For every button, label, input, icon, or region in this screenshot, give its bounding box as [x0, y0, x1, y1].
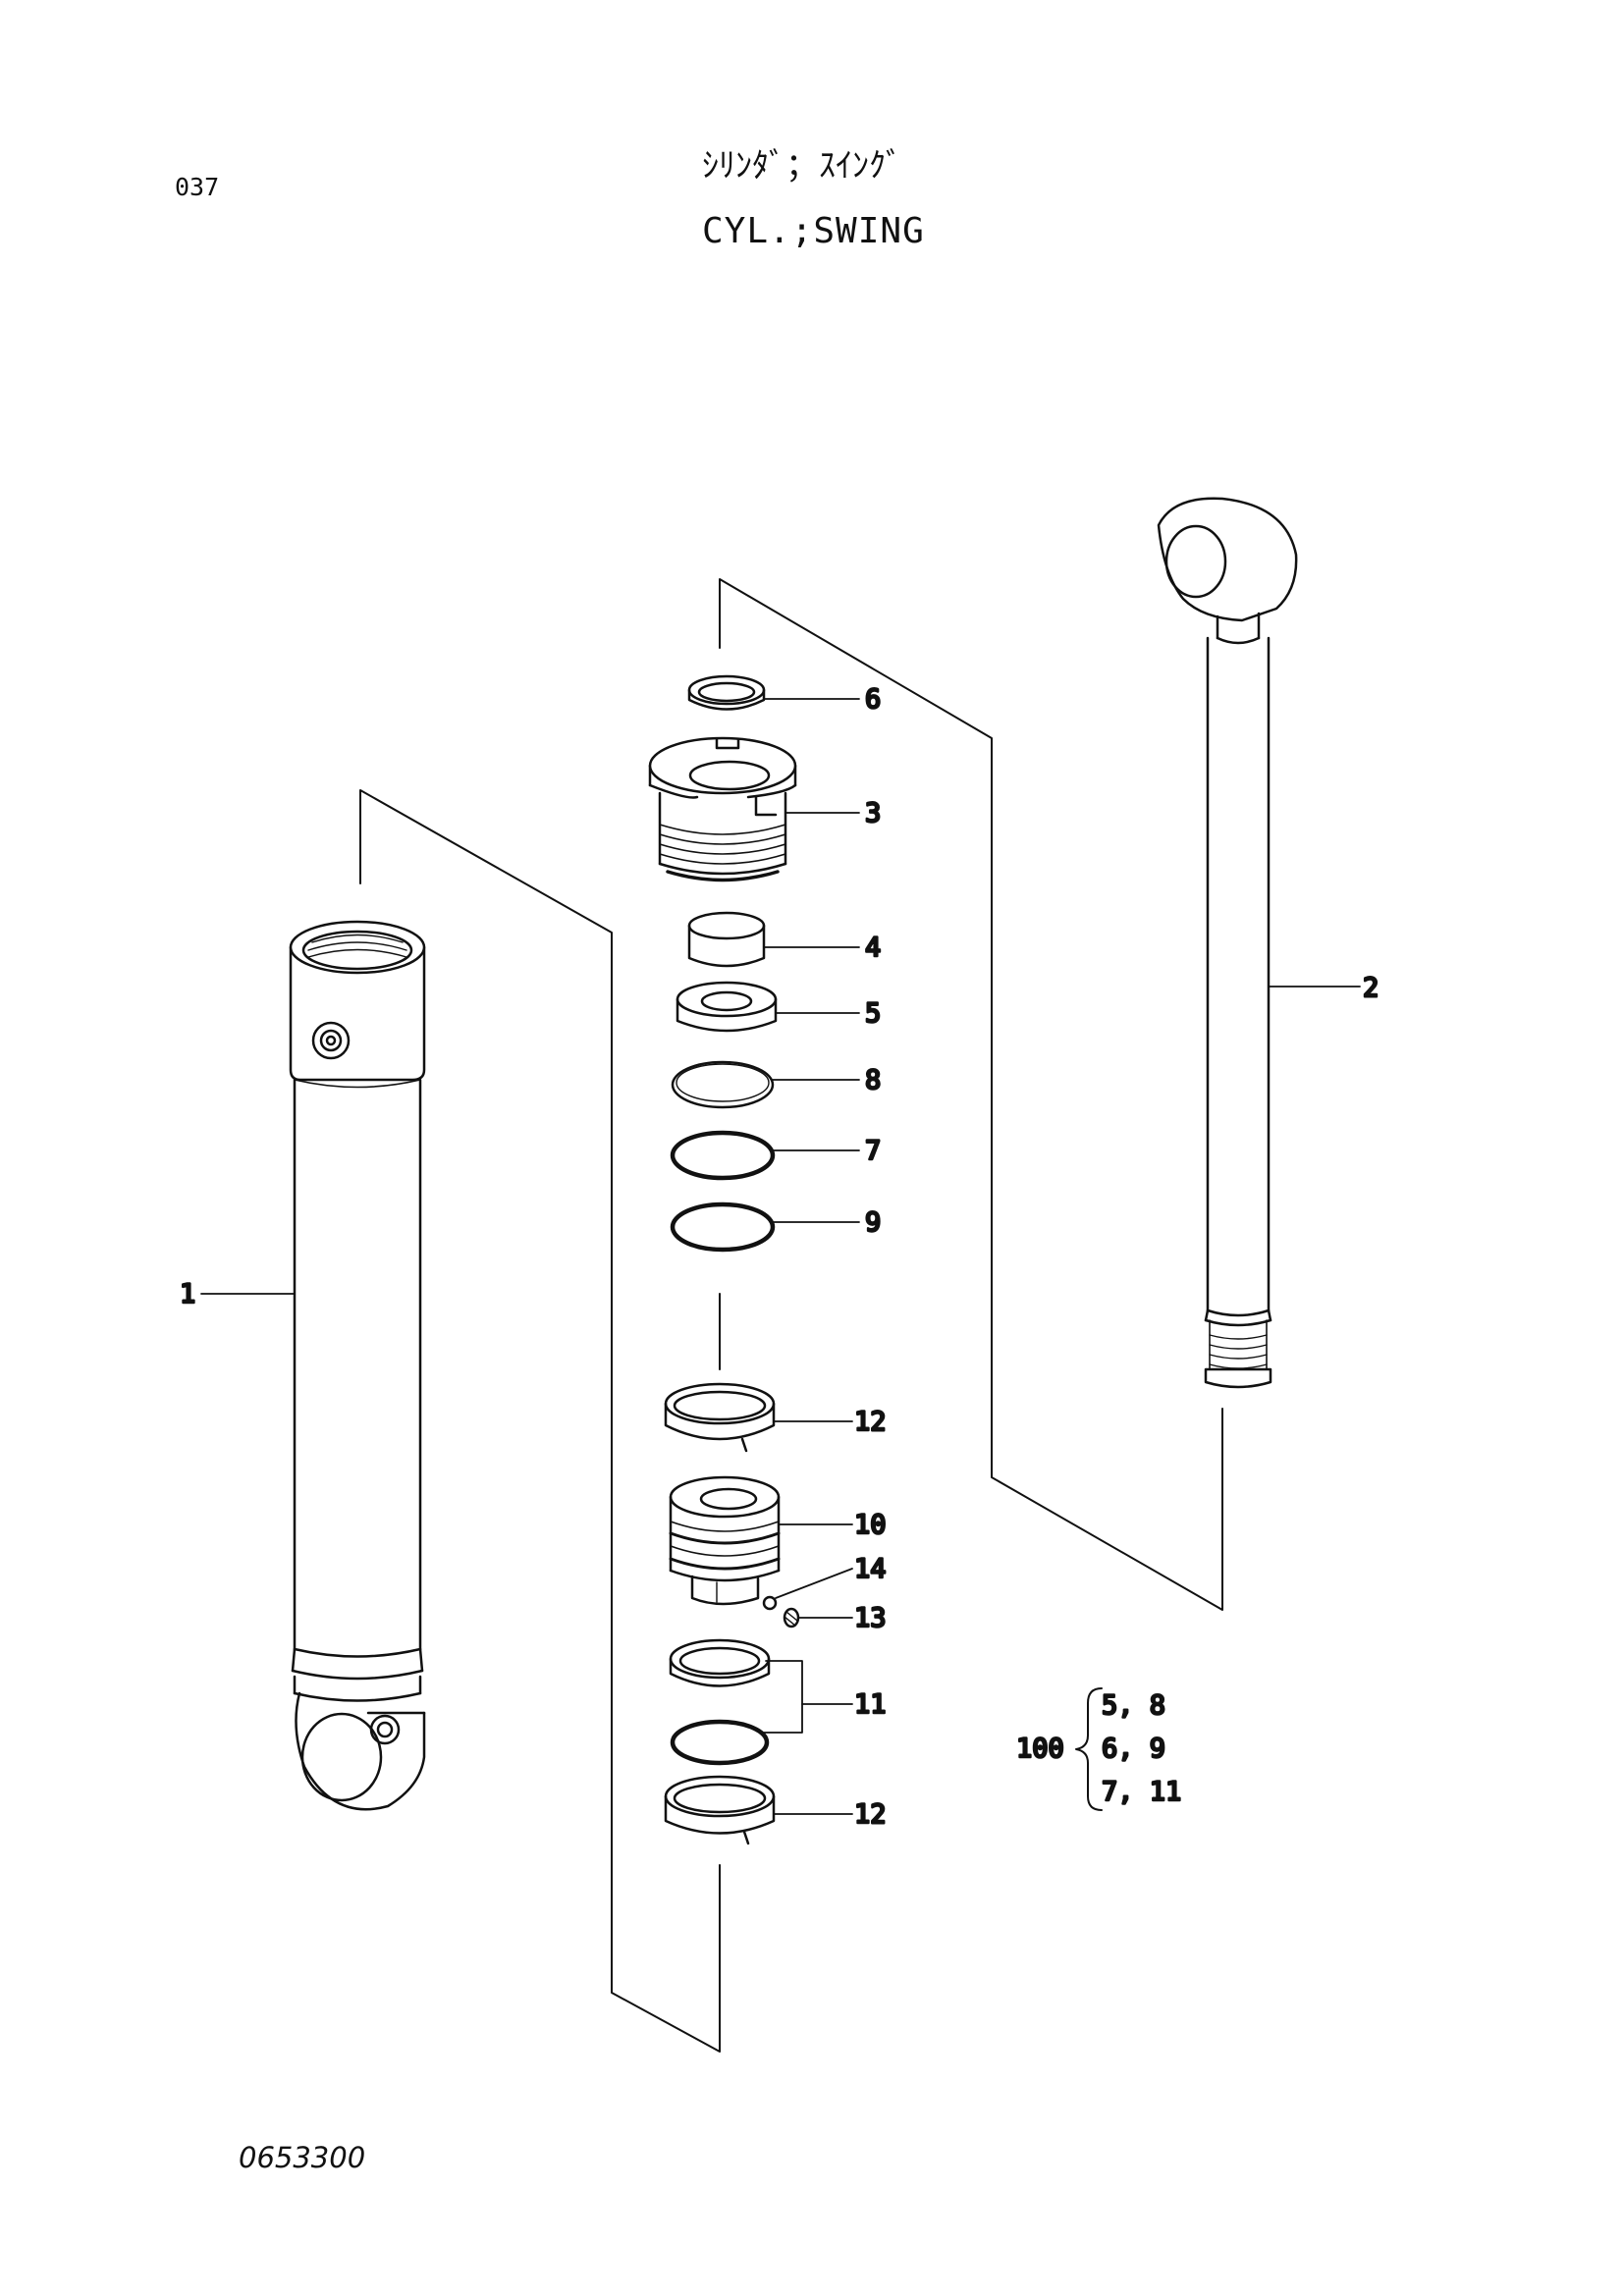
- callout-13: 13: [854, 1603, 887, 1633]
- bushing: [687, 911, 766, 968]
- callout-7: 7: [865, 1136, 881, 1166]
- drawing-number: 0653300: [239, 2141, 366, 2174]
- callout-8: 8: [865, 1065, 881, 1095]
- callout-10: 10: [854, 1510, 887, 1540]
- steel-ball: [762, 1595, 778, 1611]
- cylinder-tube: [289, 920, 426, 1811]
- backup-ring-inner: [676, 1063, 770, 1102]
- piston-rod: [1157, 497, 1298, 1389]
- piston: [669, 1475, 781, 1606]
- wear-ring-lower: [664, 1775, 776, 1845]
- dust-seal: [687, 674, 766, 711]
- set-screw: [783, 1607, 800, 1629]
- wear-ring-upper: [664, 1382, 776, 1453]
- title-japanese: ｼﾘﾝﾀﾞ；ｽｲﾝｸﾞ: [702, 146, 902, 186]
- piston-seal-set: [669, 1638, 771, 1766]
- callout-9: 9: [865, 1207, 881, 1238]
- o-ring-large: [670, 1201, 776, 1253]
- callout-12-upper: 12: [854, 1407, 887, 1437]
- o-ring: [670, 1130, 776, 1181]
- callout-6: 6: [865, 684, 881, 715]
- kit-row-3: 7, 11: [1102, 1777, 1181, 1807]
- callout-12-lower: 12: [854, 1799, 887, 1830]
- kit-number: 100: [1016, 1734, 1064, 1764]
- buffer-ring: [676, 981, 778, 1033]
- callout-5: 5: [865, 998, 881, 1029]
- rod-cover: [648, 736, 797, 882]
- title-english: CYL.;SWING: [702, 211, 925, 251]
- callout-1: 1: [180, 1279, 195, 1309]
- callout-leaders: [200, 698, 1361, 1815]
- kit-brace: [1075, 1687, 1103, 1811]
- kit-row-2: 6, 9: [1102, 1734, 1165, 1764]
- callout-3: 3: [865, 798, 881, 828]
- page-number: 037: [175, 173, 220, 201]
- callout-2: 2: [1363, 973, 1379, 1003]
- callout-4: 4: [865, 933, 881, 963]
- callout-14: 14: [854, 1554, 887, 1584]
- kit-row-1: 5, 8: [1102, 1690, 1165, 1721]
- backup-ring: [671, 1060, 775, 1109]
- callout-11: 11: [854, 1689, 887, 1720]
- assembly-lines: [359, 578, 1223, 2053]
